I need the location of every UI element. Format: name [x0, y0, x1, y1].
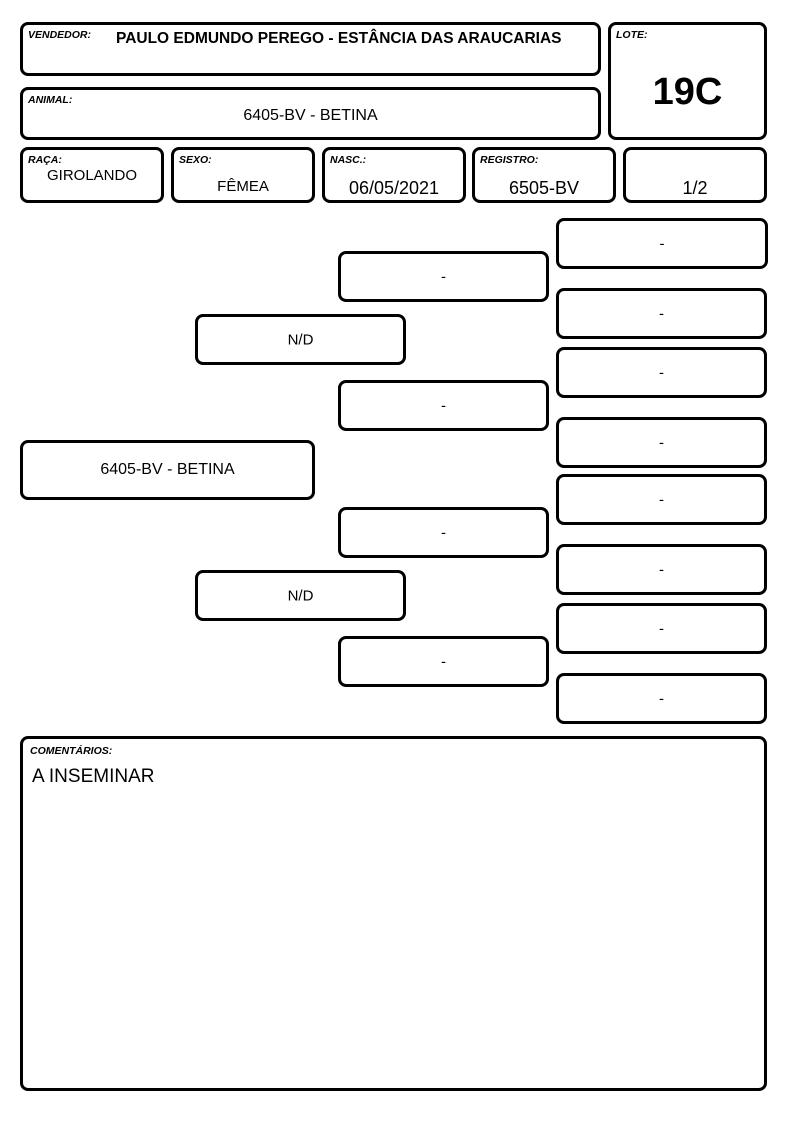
pedigree-sire-dam-box: - [338, 380, 549, 431]
pedigree-gen3-4: - [659, 434, 664, 451]
pedigree-animal: 6405-BV - BETINA [100, 461, 235, 478]
pedigree-gen3-3: - [659, 364, 664, 381]
registration-label: REGISTRO: [480, 154, 539, 166]
registration-box: REGISTRO: 6505-BV [472, 147, 616, 203]
animal-box: ANIMAL: 6405-BV - BETINA [20, 87, 601, 140]
pedigree-dam-sire: - [441, 524, 446, 541]
breed-value: GIROLANDO [46, 167, 137, 184]
seller-value: PAULO EDMUNDO PEREGO - ESTÂNCIA DAS ARAU… [116, 30, 562, 47]
pedigree-gen3-box: - [556, 347, 767, 398]
pedigree-gen3-box: - [556, 474, 767, 525]
lot-value: 19C [652, 71, 723, 113]
birth-date-box: NASC.: 06/05/2021 [322, 147, 466, 203]
pedigree-dam-dam: - [441, 653, 446, 670]
pedigree-gen3-1: - [659, 235, 665, 252]
pedigree-gen3-7: - [659, 620, 664, 637]
pedigree-gen3-box: - [556, 603, 767, 654]
pedigree-gen3-8: - [659, 690, 664, 707]
lot-box: LOTE: 19C [608, 22, 767, 140]
pedigree-sire-sire: - [441, 268, 446, 285]
sex-box: SEXO: FÊMEA [171, 147, 315, 203]
registration-value: 6505-BV [508, 178, 580, 198]
pedigree-sire-dam: - [441, 397, 446, 414]
pedigree-gen3-2: - [659, 305, 664, 322]
pedigree-dam-dam-box: - [338, 636, 549, 687]
blood-fraction-value: 1/2 [682, 178, 708, 198]
pedigree-sire-sire-box: - [338, 251, 549, 302]
pedigree-gen3-6: - [659, 561, 664, 578]
pedigree-dam: N/D [287, 587, 314, 604]
pedigree-dam-box: N/D [195, 570, 406, 621]
pedigree-sire: N/D [287, 331, 314, 348]
comments-value: A INSEMINAR [32, 766, 155, 787]
pedigree-sire-box: N/D [195, 314, 406, 365]
pedigree-gen3-5: - [659, 491, 664, 508]
animal-label: ANIMAL: [28, 94, 73, 106]
lot-label: LOTE: [616, 29, 648, 41]
seller-label: VENDEDOR: [28, 29, 92, 41]
pedigree-animal-box: 6405-BV - BETINA [20, 440, 315, 500]
sex-label: SEXO: [179, 154, 212, 166]
pedigree-dam-sire-box: - [338, 507, 549, 558]
birth-date-value: 06/05/2021 [348, 178, 440, 198]
blood-fraction-box: 1/2 [623, 147, 767, 203]
pedigree-gen3-box: - [556, 218, 768, 269]
birth-date-label: NASC.: [330, 154, 367, 166]
breed-box: RAÇA: GIROLANDO [20, 147, 164, 203]
comments-box: COMENTÁRIOS: A INSEMINAR [20, 736, 767, 1091]
comments-label: COMENTÁRIOS: [30, 745, 113, 757]
pedigree-gen3-box: - [556, 544, 767, 595]
pedigree-gen3-box: - [556, 288, 767, 339]
pedigree-gen3-box: - [556, 417, 767, 468]
animal-value: 6405-BV - BETINA [243, 107, 378, 124]
breed-label: RAÇA: [28, 154, 62, 166]
pedigree-gen3-box: - [556, 673, 767, 724]
seller-box: VENDEDOR: PAULO EDMUNDO PEREGO - ESTÂNCI… [20, 22, 601, 76]
sex-value: FÊMEA [217, 178, 269, 195]
